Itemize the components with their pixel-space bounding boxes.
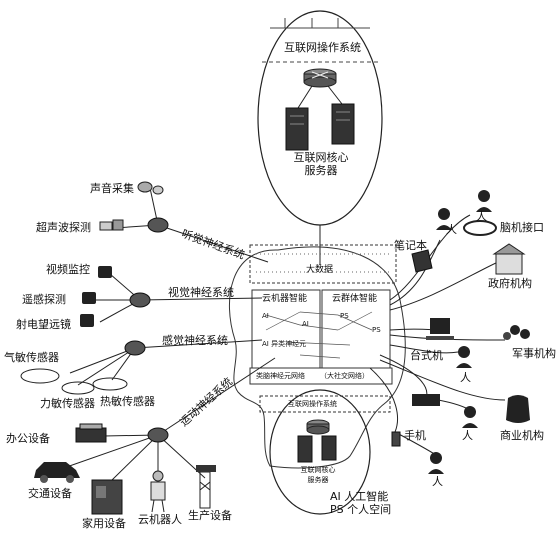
desktop-label: 台式机 [410, 349, 443, 362]
remote-sensing-icon [82, 292, 96, 304]
hub-nodes [124, 217, 169, 443]
big-data-label: 大数据 [306, 265, 334, 275]
video-label: 视频监控 [46, 263, 90, 276]
military-icon [503, 325, 530, 340]
ultrasonic-icon [99, 219, 124, 231]
gov-label: 政府机构 [488, 277, 532, 290]
desktop-computer-icon [426, 318, 454, 340]
cloud-machine-label: 云机器智能 [262, 294, 308, 304]
government-building-icon [492, 243, 526, 275]
office-label: 办公设备 [6, 432, 50, 445]
heat-label: 热敏传感器 [100, 395, 155, 408]
robot-label: 云机器人 [138, 513, 182, 526]
person-label-2: 人 [476, 210, 487, 223]
ps-node-label: PS [372, 326, 381, 334]
force-label: 力敏传感器 [40, 397, 95, 410]
ai-neuron-label: AI 异类神经元 [262, 340, 307, 348]
phone-icon [391, 431, 401, 447]
bottom-os-label: 互联网操作系统 [288, 400, 337, 408]
car-icon [34, 462, 80, 483]
social-net-label: （大社交网络） [320, 372, 369, 380]
person-icon-3 [456, 346, 472, 368]
video-camera-icon [98, 266, 112, 278]
right-connectors [369, 214, 506, 456]
person-icon-4 [462, 406, 478, 428]
radio-telescope-icon [80, 314, 94, 327]
production-label: 生产设备 [188, 509, 232, 522]
laptop-label: 笔记本 [394, 239, 427, 252]
military-label: 军事机构 [512, 347, 556, 360]
bci-headband-icon [463, 220, 497, 236]
ai-node-label: AI [302, 320, 309, 328]
remote-label: 遥感探测 [22, 293, 66, 306]
home-label: 家用设备 [82, 517, 126, 530]
person-label-5: 人 [432, 475, 443, 488]
neural-net-label: 类脑神经元网络 [256, 372, 305, 380]
person-icon-2 [476, 190, 492, 212]
top-servers-icon [285, 85, 355, 151]
top-os-label: 互联网操作系统 [284, 41, 361, 54]
home-appliance-icon [91, 479, 123, 515]
office-printer-icon [75, 423, 107, 443]
sensor-icons [20, 368, 128, 395]
top-core-label-2: 服务器 [304, 164, 338, 177]
traffic-label: 交通设备 [28, 487, 72, 500]
visual-system-label: 视觉神经系统 [168, 286, 234, 299]
money-bag-icon [506, 395, 530, 423]
person-label-3: 人 [460, 371, 471, 384]
legend-ps: PS 个人空间 [330, 503, 392, 516]
gas-label: 气敏传感器 [4, 351, 59, 364]
vr-glasses-icon [412, 394, 440, 406]
laptop-icon [411, 249, 433, 273]
phone-label: 手机 [404, 429, 426, 442]
radar-label: 射电望远镜 [16, 318, 71, 331]
ultrasonic-label: 超声波探测 [36, 221, 91, 234]
cloud-group-label: 云群体智能 [332, 294, 378, 304]
big-data-box [249, 244, 397, 284]
bottom-core-label-2: 服务器 [307, 476, 329, 484]
top-router-icon [303, 68, 337, 88]
head-outline [228, 246, 406, 469]
person-label-4: 人 [462, 429, 473, 442]
sound-collector-icon [137, 181, 164, 195]
robot-icon [150, 470, 166, 513]
bci-label: 脑机接口 [500, 221, 544, 234]
legend-ai: AI 人工智能 [330, 490, 389, 503]
bottom-server-circle [269, 389, 371, 515]
production-equipment-icon [196, 465, 216, 509]
sensory-system-label: 感觉神经系统 [162, 334, 228, 347]
bottom-servers-icon [297, 435, 337, 463]
commerce-label: 商业机构 [500, 429, 544, 442]
brain-network-lines [265, 311, 373, 359]
bottom-core-label-1: 互联网核心 [300, 466, 336, 474]
ai-node-label: AI [262, 312, 269, 320]
person-label-1: 人 [446, 223, 457, 236]
bottom-router-icon [306, 419, 330, 435]
sound-label: 声音采集 [90, 182, 134, 195]
ps-node-label: PS [340, 312, 349, 320]
bottom-os-box [259, 395, 391, 413]
neural-net-box [249, 367, 393, 385]
person-icon-5 [428, 452, 444, 474]
top-core-label-1: 互联网核心 [293, 151, 349, 164]
person-icon-1 [436, 208, 452, 230]
